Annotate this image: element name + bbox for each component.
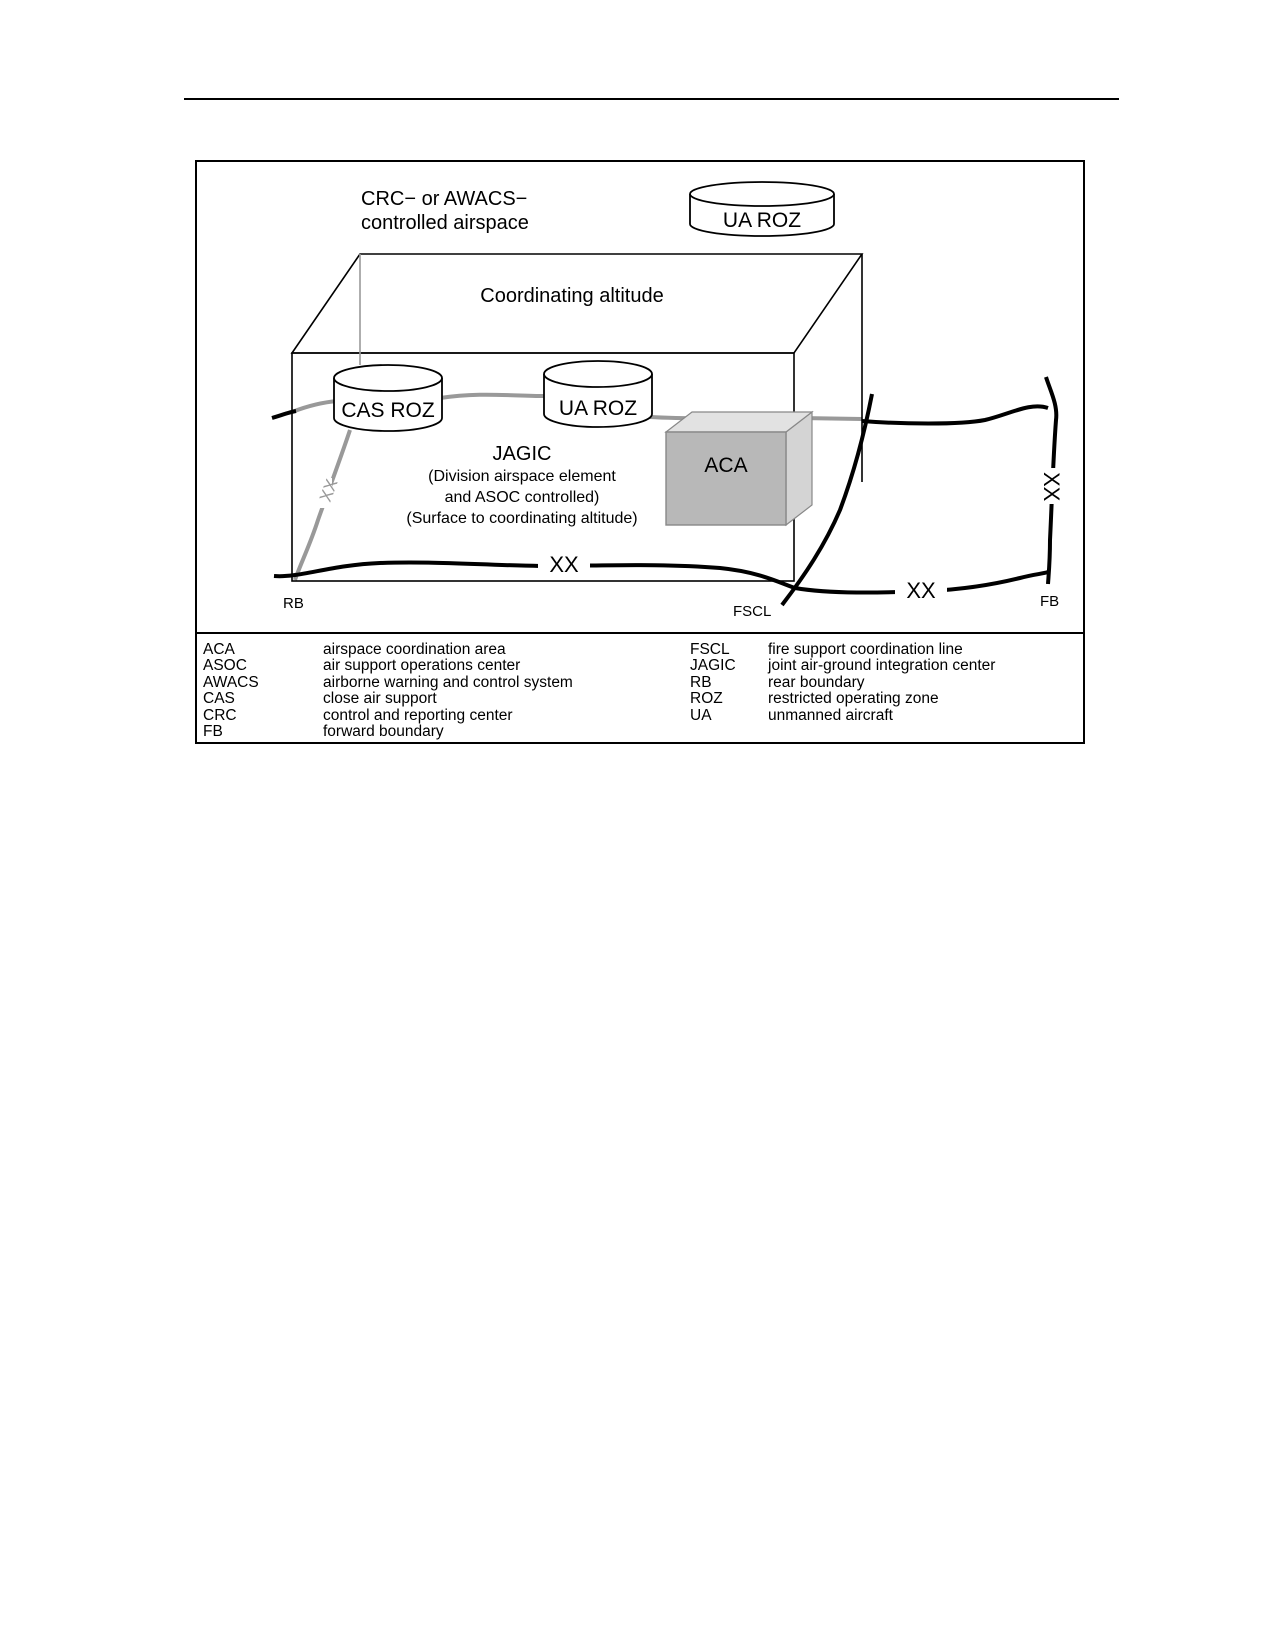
legend-row: ASOC air support operations center: [203, 657, 573, 675]
legend-abbr: AWACS: [203, 673, 259, 691]
legend-row: FB forward boundary: [203, 723, 573, 741]
legend-abbr: ROZ: [690, 690, 723, 708]
legend-definition: joint air-ground integration center: [768, 657, 996, 675]
legend-row: ROZ restricted operating zone: [690, 690, 995, 708]
coordinating-altitude-label: Coordinating altitude: [480, 285, 663, 307]
header-rule: [184, 98, 1119, 100]
legend-definition: airspace coordination area: [323, 641, 506, 658]
ua-roz-top-cylinder: UA ROZ: [689, 181, 835, 237]
legend-abbr: ACA: [203, 641, 235, 658]
legend-definition: unmanned aircraft: [768, 706, 893, 724]
legend-row: ACA airspace coordination area: [203, 641, 573, 658]
jagic-title: JAGIC: [493, 443, 552, 465]
legend-row: CAS close air support: [203, 690, 573, 708]
bottom-boundary-line: [273, 560, 1049, 595]
legend-row: JAGIC joint air-ground integration cente…: [690, 657, 996, 675]
legend-definition: forward boundary: [323, 723, 444, 741]
legend-definition: airborne warning and control system: [323, 673, 573, 691]
fb-label: FB: [1040, 593, 1059, 610]
jagic-line-3: (Surface to coordinating altitude): [406, 510, 637, 527]
right-boundary-symbol: XX: [1038, 468, 1064, 504]
legend-row: AWACS airborne warning and control syste…: [203, 673, 573, 691]
legend-row: UA unmanned aircraft: [690, 706, 995, 724]
gray-ground-line-mid: [439, 392, 546, 400]
legend-abbr: CAS: [203, 690, 235, 708]
jagic-line-2: and ASOC controlled): [445, 489, 600, 506]
legend-definition: fire support coordination line: [768, 641, 963, 658]
boundary-symbol-right: XX: [1039, 472, 1064, 502]
legend-row: FSCL fire support coordination line: [690, 641, 995, 658]
bottom-boundary-symbols: XX XX: [538, 550, 947, 606]
legend-row: CRC control and reporting center: [203, 706, 573, 724]
figure-frame: [195, 160, 1085, 744]
boundary-symbol-bottom-right: XX: [906, 578, 936, 603]
cas-roz-label: CAS ROZ: [341, 399, 435, 422]
black-ground-line-right: [861, 404, 1049, 426]
legend-abbr: UA: [690, 706, 712, 724]
ua-roz-inner-label: UA ROZ: [559, 397, 637, 420]
aca-label: ACA: [704, 454, 747, 477]
black-rear-boundary-stub: [271, 409, 297, 420]
legend-abbr: ASOC: [203, 657, 247, 675]
left-boundary-symbol: XX: [310, 477, 342, 508]
legend: ACA airspace coordination area ASOC air …: [195, 632, 1085, 744]
legend-abbr: CRC: [203, 706, 237, 724]
legend-abbr: FSCL: [690, 641, 730, 658]
legend-abbr: JAGIC: [690, 657, 736, 675]
rb-label: RB: [283, 595, 304, 612]
airspace-diagram: XX XX XX XX CAS ROZ UA ROZ: [271, 181, 1064, 620]
fscl-line: [780, 393, 874, 607]
ua-roz-inner-cylinder: UA ROZ: [543, 360, 653, 428]
gray-ground-line: [291, 399, 339, 414]
legend-definition: air support operations center: [323, 657, 521, 675]
legend-definition: rear boundary: [768, 673, 865, 691]
legend-right-column: FSCL fire support coordination line JAGI…: [690, 641, 996, 724]
jagic-line-1: (Division airspace element: [428, 468, 616, 485]
legend-abbr: RB: [690, 673, 712, 691]
controlled-airspace-label-1: CRC− or AWACS−: [361, 188, 527, 210]
legend-abbr: FB: [203, 723, 223, 741]
aca-box: ACA: [664, 410, 814, 527]
legend-left-column: ACA airspace coordination area ASOC air …: [203, 641, 573, 741]
controlled-airspace-label-2: controlled airspace: [361, 212, 529, 234]
legend-definition: control and reporting center: [323, 706, 513, 724]
legend-definition: restricted operating zone: [768, 690, 939, 708]
cas-roz-cylinder: CAS ROZ: [333, 364, 443, 432]
gray-left-boundary: [293, 429, 352, 581]
legend-row: RB rear boundary: [690, 673, 995, 691]
legend-definition: close air support: [323, 690, 437, 708]
fscl-label: FSCL: [733, 603, 771, 620]
ua-roz-top-label: UA ROZ: [723, 209, 801, 232]
boundary-symbol-bottom-left: XX: [549, 552, 579, 577]
